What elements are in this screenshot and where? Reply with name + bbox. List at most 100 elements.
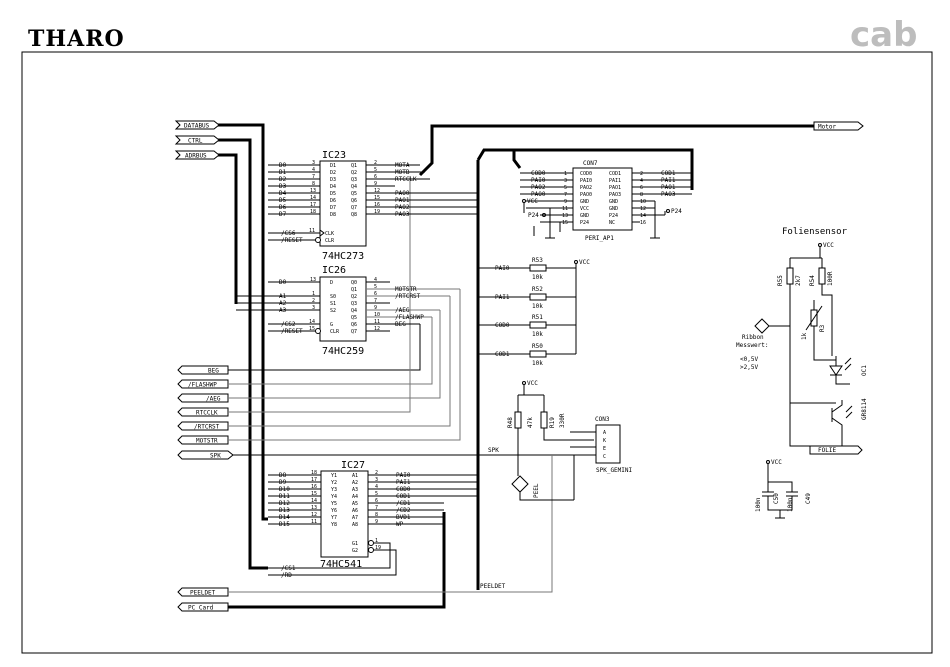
svg-text:PAO0: PAO0 xyxy=(531,191,546,198)
svg-text:8: 8 xyxy=(640,192,643,198)
svg-text:CLR: CLR xyxy=(330,329,340,335)
svg-text:D: D xyxy=(330,280,333,286)
svg-text:11: 11 xyxy=(311,519,317,525)
svg-text:5: 5 xyxy=(375,491,378,497)
svg-text:2: 2 xyxy=(640,171,643,177)
svg-text:Y3: Y3 xyxy=(331,487,337,493)
svg-text:D8: D8 xyxy=(330,212,336,218)
ic26: IC26 74HC259 D0 A1 A2 A3 13 1 2 3 D S0 S… xyxy=(236,265,460,357)
svg-text:COD1: COD1 xyxy=(396,493,411,500)
svg-text:COD0: COD0 xyxy=(580,171,592,177)
svg-text:PAO2: PAO2 xyxy=(580,185,592,191)
svg-text:Q3: Q3 xyxy=(351,301,357,307)
svg-text:6: 6 xyxy=(374,291,377,297)
svg-text:4: 4 xyxy=(375,484,378,490)
svg-text:MOTSTR: MOTSTR xyxy=(196,438,218,445)
ic23-part: 74HC273 xyxy=(322,251,364,262)
svg-text:Q4: Q4 xyxy=(351,308,357,314)
svg-text:/CS6: /CS6 xyxy=(281,230,296,237)
svg-text:S2: S2 xyxy=(330,308,336,314)
svg-text:7: 7 xyxy=(374,298,377,304)
svg-text:VCC: VCC xyxy=(771,459,782,466)
svg-text:WP: WP xyxy=(396,521,404,528)
svg-text:10k: 10k xyxy=(532,303,543,310)
svg-text:A5: A5 xyxy=(352,501,358,507)
svg-text:14: 14 xyxy=(640,213,646,219)
svg-text:Y5: Y5 xyxy=(331,501,337,507)
svg-text:Q6: Q6 xyxy=(351,198,357,204)
svg-text:>2,5V: >2,5V xyxy=(740,364,758,371)
port-adrbus: ADRBUS xyxy=(174,150,220,160)
svg-text:15: 15 xyxy=(309,326,315,332)
svg-text:19: 19 xyxy=(375,545,381,551)
port-peeldet: PEELDET xyxy=(177,587,229,597)
svg-text:PAO1: PAO1 xyxy=(661,184,676,191)
svg-text:Y1: Y1 xyxy=(331,473,337,479)
svg-text:C49: C49 xyxy=(805,493,812,504)
svg-text:12: 12 xyxy=(374,326,380,332)
svg-text:1: 1 xyxy=(375,538,378,544)
svg-text:Q5: Q5 xyxy=(351,315,357,321)
svg-text:CON3: CON3 xyxy=(595,416,610,423)
svg-text:G1: G1 xyxy=(352,541,358,547)
svg-text:A4: A4 xyxy=(352,494,358,500)
svg-text:D4: D4 xyxy=(279,190,287,197)
foliensensor-circuit: Foliensensor VCC R55 2k7 R54 100R R3 1k … xyxy=(736,227,868,455)
svg-text:PAI0: PAI0 xyxy=(580,178,592,184)
svg-text:PEEL: PEEL xyxy=(533,483,540,498)
svg-text:14: 14 xyxy=(309,319,315,325)
svg-text:Y4: Y4 xyxy=(331,494,337,500)
svg-text:/AEG: /AEG xyxy=(206,396,221,403)
svg-text:Y6: Y6 xyxy=(331,508,337,514)
svg-text:D13: D13 xyxy=(279,507,290,514)
svg-text:P24: P24 xyxy=(528,212,539,219)
svg-text:Q2: Q2 xyxy=(351,294,357,300)
svg-text:Q2: Q2 xyxy=(351,170,357,176)
svg-text:COD0: COD0 xyxy=(396,486,411,493)
svg-text:Q7: Q7 xyxy=(351,329,357,335)
svg-text:Q5: Q5 xyxy=(351,191,357,197)
svg-text:PEELDET: PEELDET xyxy=(190,590,216,597)
svg-text:MOTA: MOTA xyxy=(395,162,410,169)
ribbon-sensor-icon xyxy=(754,318,770,334)
svg-text:R53: R53 xyxy=(532,257,543,264)
svg-text:PAO3: PAO3 xyxy=(661,191,676,198)
svg-text:GND: GND xyxy=(609,206,618,212)
svg-text:D15: D15 xyxy=(279,521,290,528)
svg-text:VCC: VCC xyxy=(527,380,538,387)
svg-text:G2: G2 xyxy=(352,548,358,554)
svg-text:<0,5V: <0,5V xyxy=(740,356,758,363)
svg-text:D5: D5 xyxy=(279,197,287,204)
svg-text:6: 6 xyxy=(374,174,377,180)
svg-text:BVD1: BVD1 xyxy=(396,514,411,521)
port-pccard: PC_Card xyxy=(177,602,229,612)
svg-text:1k: 1k xyxy=(801,332,808,340)
svg-text:D2: D2 xyxy=(330,170,336,176)
ic26-ref: IC26 xyxy=(322,265,346,276)
svg-text:GR8114: GR8114 xyxy=(861,398,868,420)
svg-text:CLR: CLR xyxy=(325,238,335,244)
svg-text:Q1: Q1 xyxy=(351,163,357,169)
svg-text:G: G xyxy=(330,322,333,328)
svg-text:MOTB: MOTB xyxy=(395,169,410,176)
svg-text:12: 12 xyxy=(374,188,380,194)
svg-text:/CD2: /CD2 xyxy=(396,507,411,514)
svg-text:/RESET: /RESET xyxy=(281,328,303,335)
svg-text:9: 9 xyxy=(374,181,377,187)
svg-text:P24: P24 xyxy=(609,213,618,219)
svg-text:15: 15 xyxy=(374,195,380,201)
port-motor: Motor xyxy=(813,121,864,131)
svg-text:14: 14 xyxy=(311,498,317,504)
svg-text:D3: D3 xyxy=(330,177,336,183)
svg-text:19: 19 xyxy=(374,209,380,215)
svg-text:BEG: BEG xyxy=(208,368,219,375)
svg-text:PAI1: PAI1 xyxy=(396,479,411,486)
svg-text:D9: D9 xyxy=(279,479,287,486)
svg-text:PAI0: PAI0 xyxy=(531,177,546,184)
svg-text:PAO0: PAO0 xyxy=(580,192,592,198)
svg-text:Messwert:: Messwert: xyxy=(736,342,769,349)
svg-text:13: 13 xyxy=(310,188,316,194)
svg-text:P24: P24 xyxy=(671,208,682,215)
resistor-array: VCC PAI0 R53 10k PAI1 R52 10k COD0 R51 1… xyxy=(478,257,590,367)
